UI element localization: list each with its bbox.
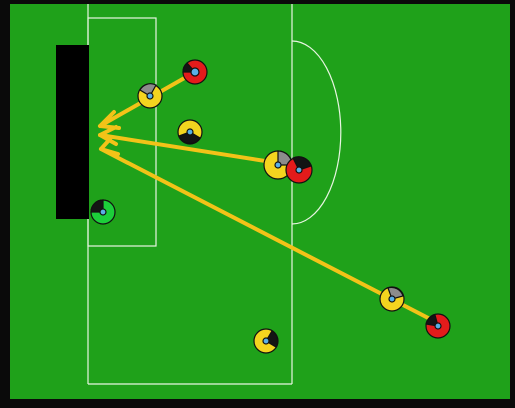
center-circle-arc	[291, 40, 342, 225]
player-yellow-right[interactable]	[379, 286, 405, 312]
player-yellow-near-goal[interactable]	[137, 83, 163, 109]
player-red-right[interactable]	[425, 313, 451, 339]
player-red-top[interactable]	[182, 59, 208, 85]
player-red-center[interactable]	[285, 156, 313, 184]
player-yellow-mid-box[interactable]	[177, 119, 203, 145]
players	[90, 59, 451, 354]
arrow-long-pass	[99, 137, 436, 323]
goal	[56, 45, 89, 219]
player-goalkeeper[interactable]	[90, 199, 116, 225]
player-yellow-center[interactable]	[263, 150, 293, 180]
player-yellow-bottom[interactable]	[253, 328, 279, 354]
